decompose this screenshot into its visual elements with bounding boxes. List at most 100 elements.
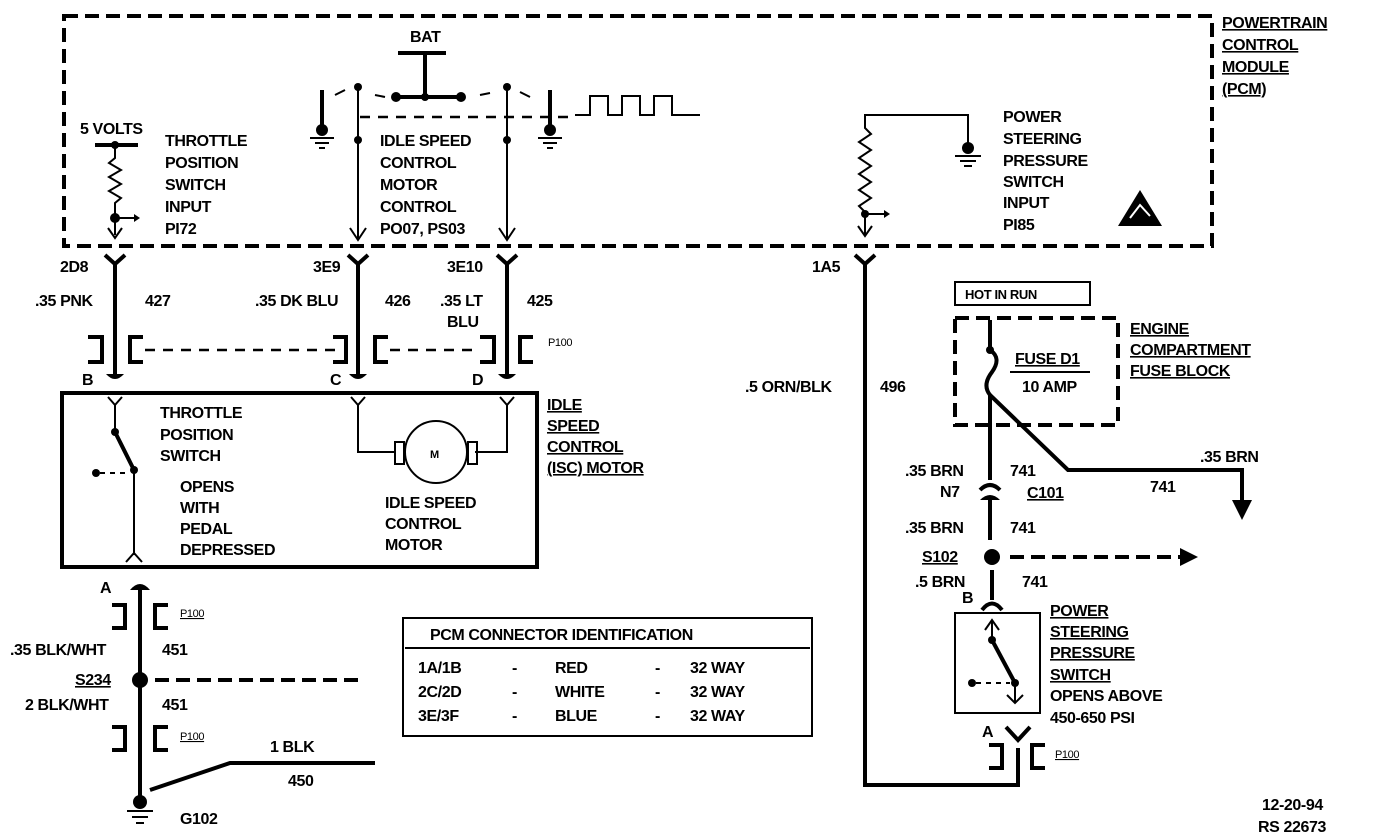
svg-text:PCM CONNECTOR IDENTIFICATION: PCM CONNECTOR IDENTIFICATION <box>430 627 693 644</box>
resistor-icon <box>857 114 969 235</box>
tps-label: THROTTLE POSITION SWITCH OPENS WITH PEDA… <box>160 405 276 559</box>
ps-switch-label: POWER STEERING PRESSURE SWITCH OPENS ABO… <box>1050 603 1163 727</box>
pin-3e10: 3E10 <box>447 259 483 276</box>
wire-number: 425 <box>527 293 553 310</box>
wire-label: 2 BLK/WHT <box>25 697 109 714</box>
pcm-boundary <box>62 14 1214 248</box>
p100-label: P100 <box>180 731 204 743</box>
fuse-name: FUSE D1 <box>1015 351 1080 368</box>
svg-text:STEERING: STEERING <box>1050 624 1129 641</box>
svg-text:PI72: PI72 <box>165 221 197 238</box>
bat-label: BAT <box>410 29 441 46</box>
svg-text:32 WAY: 32 WAY <box>690 684 746 701</box>
svg-text:WHITE: WHITE <box>555 684 605 701</box>
wire-number: 741 <box>1022 574 1048 591</box>
svg-text:SWITCH: SWITCH <box>1003 174 1064 191</box>
svg-text:-: - <box>655 708 660 725</box>
svg-text:ENGINE: ENGINE <box>1130 321 1190 338</box>
splice-s102 <box>984 549 1000 565</box>
svg-text:CONTROL: CONTROL <box>380 199 457 216</box>
svg-text:FUSE BLOCK: FUSE BLOCK <box>1130 363 1231 380</box>
fuse-block-label: ENGINE COMPARTMENT FUSE BLOCK <box>1130 321 1252 380</box>
svg-text:COMPARTMENT: COMPARTMENT <box>1130 342 1251 359</box>
table-row: 3E/3F - BLUE - 32 WAY <box>418 708 746 725</box>
fuse-rating: 10 AMP <box>1022 379 1078 396</box>
svg-text:CONTROL: CONTROL <box>380 155 457 172</box>
ground-icon <box>955 142 981 167</box>
connector-p100 <box>88 335 533 364</box>
p100-label: P100 <box>180 608 204 620</box>
wire-label: .5 ORN/BLK <box>745 379 833 396</box>
pin-1a5: 1A5 <box>812 259 841 276</box>
svg-text:MOTOR: MOTOR <box>385 537 443 554</box>
connector-a: A <box>982 724 994 741</box>
p100-label: P100 <box>1055 749 1079 761</box>
svg-text:SWITCH: SWITCH <box>1050 667 1111 684</box>
svg-text:PRESSURE: PRESSURE <box>1050 645 1136 662</box>
svg-text:MODULE: MODULE <box>1222 59 1290 76</box>
svg-text:-: - <box>512 708 517 725</box>
isc-motor-label: IDLE SPEED CONTROL (ISC) MOTOR <box>547 397 645 477</box>
svg-text:CONTROL: CONTROL <box>1222 37 1299 54</box>
pcm-label: POWERTRAIN CONTROL MODULE (PCM) <box>1222 15 1328 98</box>
isc-motor-box <box>60 391 539 569</box>
wire-label: .35 PNK <box>35 293 94 310</box>
svg-text:3E/3F: 3E/3F <box>418 708 459 725</box>
svg-text:OPENS ABOVE: OPENS ABOVE <box>1050 688 1163 705</box>
svg-text:-: - <box>655 660 660 677</box>
wire-label: .35 LT <box>440 293 483 310</box>
svg-text:CONTROL: CONTROL <box>385 516 462 533</box>
wire-number: 451 <box>162 697 188 714</box>
pulse-waveform-icon <box>575 95 700 116</box>
connector-a: A <box>100 580 112 597</box>
svg-text:INPUT: INPUT <box>165 199 212 216</box>
svg-text:CONTROL: CONTROL <box>547 439 624 456</box>
wire-number: 741 <box>1010 520 1036 537</box>
resistor-icon <box>107 145 123 235</box>
ground-icon <box>310 90 334 149</box>
svg-text:BLUE: BLUE <box>555 708 598 725</box>
svg-text:SPEED: SPEED <box>547 418 599 435</box>
five-volts-label: 5 VOLTS <box>80 121 143 138</box>
svg-text:32 WAY: 32 WAY <box>690 708 746 725</box>
svg-text:IDLE SPEED: IDLE SPEED <box>385 495 476 512</box>
wire-label: .35 BRN <box>905 520 964 537</box>
svg-text:INPUT: INPUT <box>1003 195 1050 212</box>
wire-label: .35 BRN <box>905 463 964 480</box>
svg-text:450-650 PSI: 450-650 PSI <box>1050 710 1135 727</box>
svg-text:IDLE SPEED: IDLE SPEED <box>380 133 471 150</box>
svg-text:POWERTRAIN: POWERTRAIN <box>1222 15 1327 32</box>
switch-icon <box>968 618 1024 705</box>
splice-label: S234 <box>75 672 111 689</box>
wire-number: 496 <box>880 379 906 396</box>
wire-number: 426 <box>385 293 411 310</box>
svg-text:IDLE: IDLE <box>547 397 583 414</box>
wire-number: 450 <box>288 773 314 790</box>
wire-label: .35 BLK/WHT <box>10 642 107 659</box>
ground-icon <box>127 795 153 824</box>
connector-c101: C101 <box>1027 485 1064 502</box>
svg-text:32 WAY: 32 WAY <box>690 660 746 677</box>
svg-text:PEDAL: PEDAL <box>180 521 233 538</box>
svg-text:STEERING: STEERING <box>1003 131 1082 148</box>
svg-text:(ISC) MOTOR: (ISC) MOTOR <box>547 460 644 477</box>
svg-text:M: M <box>430 449 439 461</box>
svg-text:-: - <box>512 660 517 677</box>
wire-number: 741 <box>1150 479 1176 496</box>
table-row: 2C/2D- WHITE- 32 WAY <box>418 684 746 701</box>
connector-b: B <box>962 590 973 607</box>
tps-input-label: THROTTLE POSITION SWITCH INPUT PI72 <box>165 133 248 238</box>
isc-motor-text: IDLE SPEED CONTROL MOTOR <box>385 495 477 554</box>
svg-text:1A/1B: 1A/1B <box>418 660 461 677</box>
svg-text:POSITION: POSITION <box>165 155 238 172</box>
svg-text:-: - <box>512 684 517 701</box>
diagram-ref: RS 22673 <box>1258 819 1326 836</box>
splice-s234 <box>132 672 148 688</box>
wire-number: 741 <box>1010 463 1036 480</box>
svg-text:2C/2D: 2C/2D <box>418 684 461 701</box>
wire-label: .35 BRN <box>1200 449 1259 466</box>
svg-text:THROTTLE: THROTTLE <box>160 405 243 422</box>
svg-text:MOTOR: MOTOR <box>380 177 438 194</box>
svg-text:WITH: WITH <box>180 500 219 517</box>
